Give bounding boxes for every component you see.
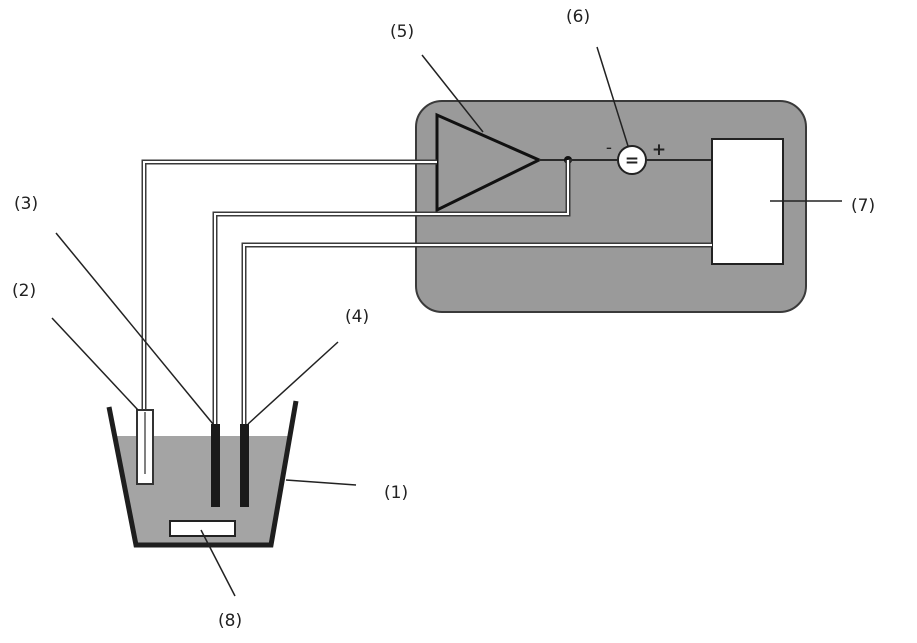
- label-5: (5): [390, 22, 414, 42]
- voltage-source-minus: -: [606, 138, 612, 158]
- label-4: (4): [345, 307, 369, 327]
- label-8: (8): [218, 611, 242, 631]
- leader-4: [247, 341, 339, 425]
- leader-1: [285, 479, 357, 486]
- leader-6: [596, 46, 629, 147]
- leader-5: [421, 54, 484, 133]
- stir-element: [169, 520, 236, 537]
- label-6: (6): [566, 7, 590, 27]
- label-2: (2): [12, 281, 36, 301]
- leader-2: [51, 317, 139, 411]
- leader-3: [55, 232, 214, 425]
- vessel-wall: [106, 400, 299, 548]
- label-7: (7): [851, 196, 875, 216]
- voltage-source-circle: [617, 145, 647, 175]
- label-1: (1): [384, 483, 408, 503]
- leader-8: [200, 529, 236, 597]
- counter-electrode: [240, 424, 249, 507]
- label-3: (3): [14, 194, 38, 214]
- working-electrode: [211, 424, 220, 507]
- voltage-source-plus: +: [652, 140, 666, 160]
- wire-reference-electrode: [141, 159, 437, 412]
- voltage-source-equals: =: [625, 151, 639, 171]
